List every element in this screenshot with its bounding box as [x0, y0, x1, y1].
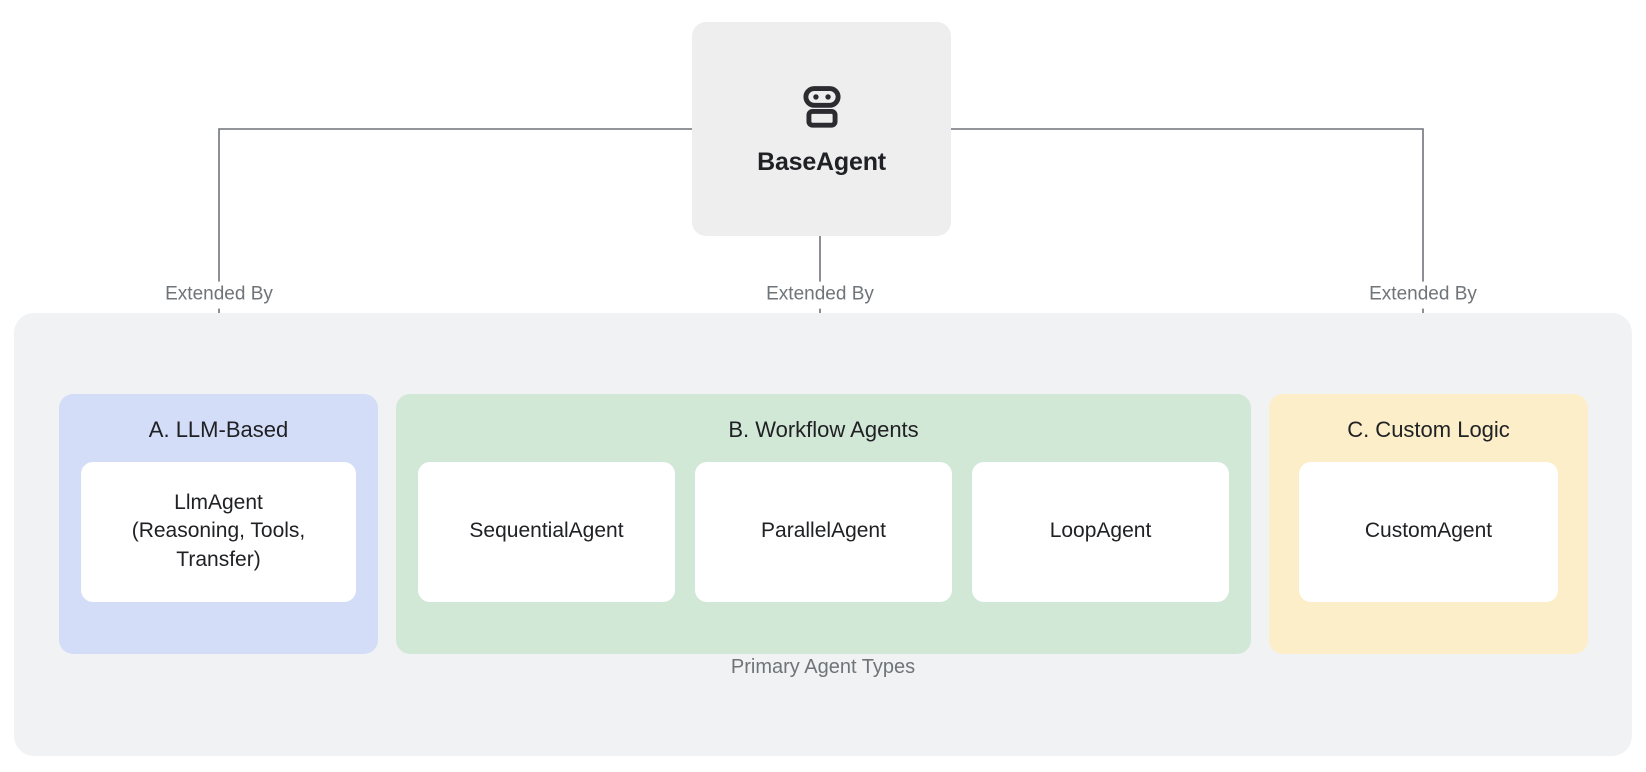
panel-llm-based-title: A. LLM-Based: [148, 417, 289, 442]
node-base-agent[interactable]: BaseAgent: [692, 22, 951, 236]
card-llm-agent[interactable]: LlmAgent(Reasoning, Tools,Transfer): [81, 461, 356, 602]
card-loop-agent[interactable]: LoopAgent: [972, 461, 1229, 602]
edge-label-llm: Extended By: [158, 281, 280, 309]
edge-label-custom: Extended By: [1362, 281, 1484, 309]
card-sequential-agent[interactable]: SequentialAgent: [418, 461, 675, 602]
panel-custom-logic[interactable]: C. Custom Logic CustomAgent: [1269, 394, 1588, 654]
robot-icon: [802, 85, 841, 128]
edge-label-workflow: Extended By: [759, 281, 881, 309]
group-caption: Primary Agent Types: [730, 656, 916, 678]
panel-workflow-agents[interactable]: B. Workflow Agents SequentialAgent Paral…: [396, 394, 1251, 654]
panel-custom-logic-title: C. Custom Logic: [1347, 417, 1510, 442]
card-custom-agent[interactable]: CustomAgent: [1299, 461, 1558, 602]
panel-custom-logic-cards: CustomAgent: [1269, 461, 1588, 624]
card-parallel-agent[interactable]: ParallelAgent: [695, 461, 952, 602]
panel-workflow-agents-title: B. Workflow Agents: [728, 417, 919, 442]
node-base-agent-label: BaseAgent: [757, 147, 886, 176]
panel-workflow-agents-cards: SequentialAgent ParallelAgent LoopAgent: [396, 461, 1251, 624]
panel-llm-based[interactable]: A. LLM-Based LlmAgent(Reasoning, Tools,T…: [59, 394, 378, 654]
panel-llm-based-cards: LlmAgent(Reasoning, Tools,Transfer): [59, 461, 378, 624]
